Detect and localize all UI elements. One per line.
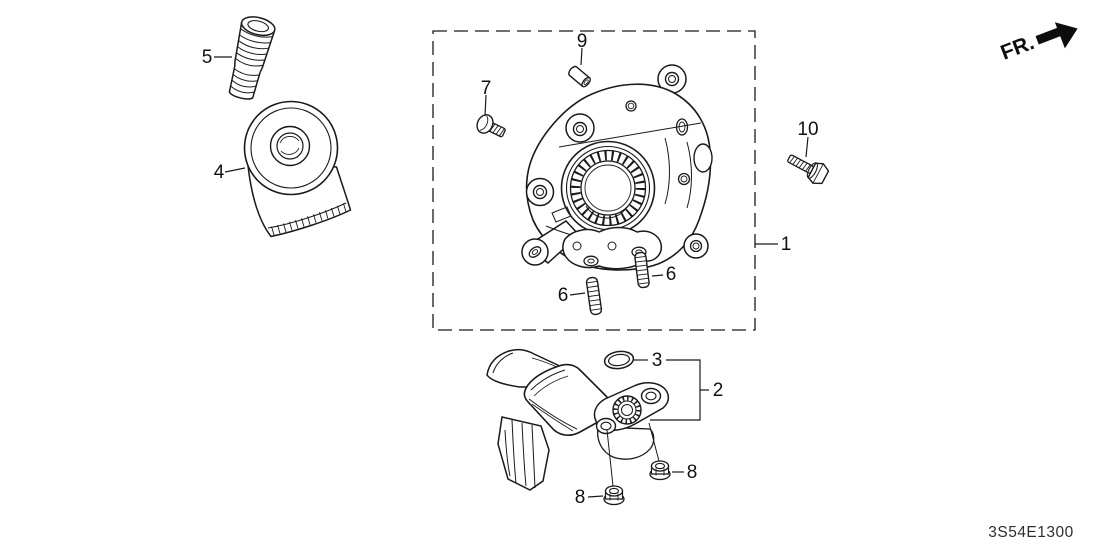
assembly-dashed-box: [432, 30, 756, 331]
pump-rotor-bore: [560, 140, 656, 236]
callout-7[interactable]: 7: [481, 78, 492, 99]
callout-6-right[interactable]: 6: [666, 264, 677, 285]
callout-5[interactable]: 5: [202, 47, 213, 68]
part-7-bolt: [476, 114, 506, 138]
callout-8-right[interactable]: 8: [687, 462, 698, 483]
part-10-bolt: [787, 154, 830, 185]
part-6-stud-left: [585, 276, 603, 316]
callout-6-left[interactable]: 6: [558, 285, 569, 306]
callout-9[interactable]: 9: [577, 31, 588, 52]
callout-3[interactable]: 3: [652, 350, 663, 371]
part-8-nut-left: [603, 485, 625, 506]
fr-label: FR.: [998, 31, 1038, 65]
part-2-oil-strainer: [486, 348, 670, 491]
callout-4[interactable]: 4: [214, 162, 225, 183]
part-5-joint: [228, 16, 276, 100]
part-9-dowel-pin: [568, 65, 591, 88]
callout-10[interactable]: 10: [797, 119, 818, 140]
part-6-stud-right: [634, 251, 650, 289]
callout-leader-lines: [214, 47, 809, 498]
fr-direction-marker: FR.: [998, 22, 1078, 65]
pump-bolt-holes: [528, 71, 703, 258]
part-1-oil-pump-body: [521, 64, 713, 271]
diagram-code: 3S54E1300: [988, 524, 1074, 541]
callout-1[interactable]: 1: [781, 234, 792, 255]
part-3-o-ring: [603, 350, 635, 370]
part-8-nut-right: [649, 460, 671, 481]
fr-arrow-icon: [1035, 22, 1078, 49]
callout-8-left[interactable]: 8: [575, 487, 586, 508]
part-4-oil-filter: [243, 100, 352, 238]
callout-2[interactable]: 2: [713, 380, 724, 401]
